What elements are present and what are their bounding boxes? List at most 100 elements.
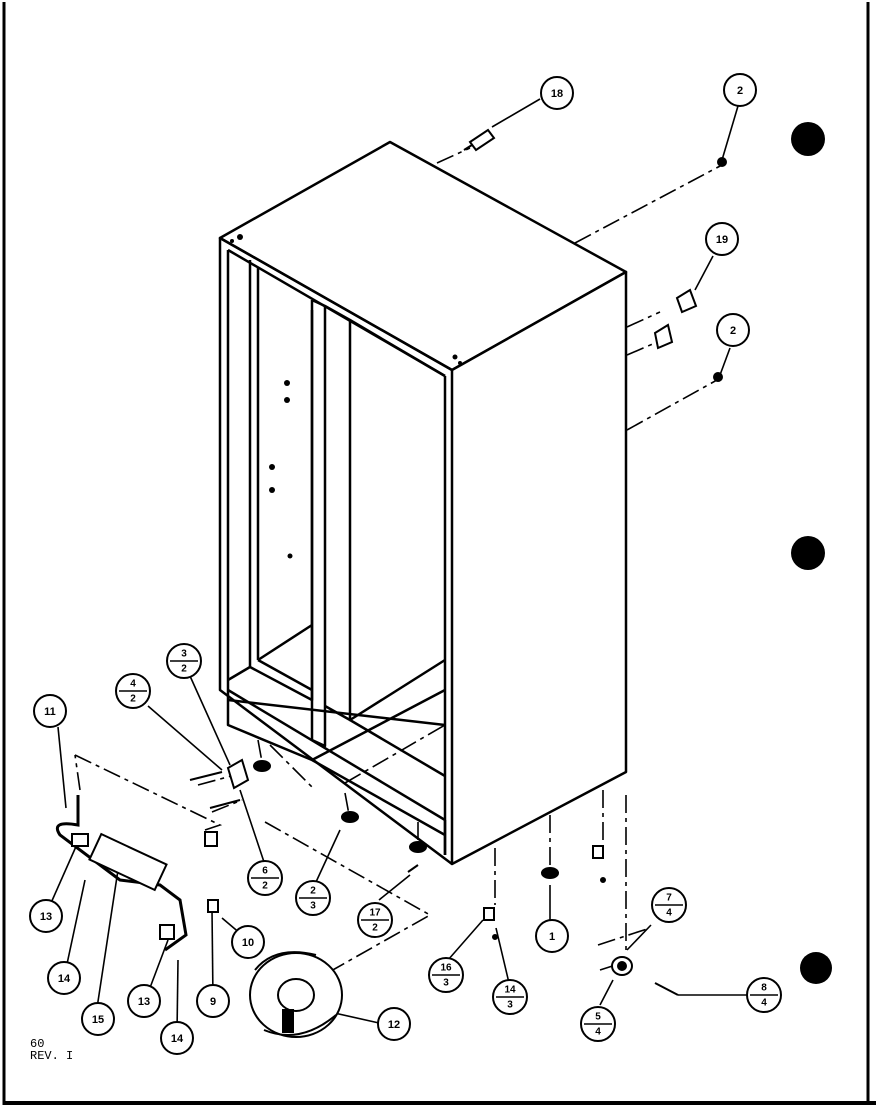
callout-numerator: 5 [595, 1012, 601, 1023]
callout-circle [540, 76, 574, 110]
callout-circle [716, 313, 750, 347]
callout-c10: 10 [231, 925, 265, 959]
callout-circle [231, 925, 265, 959]
part-bracket-16 [483, 907, 495, 921]
callout-denominator: 4 [595, 1027, 601, 1038]
callout-denominator: 2 [130, 694, 136, 705]
callout-numerator: 2 [310, 886, 316, 897]
callout-c8-4: 84 [746, 977, 782, 1013]
callout-c2a: 2 [723, 73, 757, 107]
cabinet-base [226, 700, 446, 837]
callout-denominator: 4 [761, 998, 767, 1009]
callout-c2-3: 23 [295, 880, 331, 916]
page-number: 60 [30, 1037, 45, 1051]
callout-denominator: 3 [507, 1000, 513, 1011]
callout-c2b: 2 [716, 313, 750, 347]
callout-c7-4: 74 [651, 887, 687, 923]
part-condenser-coil-12 [249, 951, 343, 1038]
callout-label: 1 [549, 931, 555, 943]
callout-circle [33, 694, 67, 728]
part-hinge-19 [653, 288, 698, 350]
part-screw-17 [407, 864, 419, 873]
callout-label: 10 [242, 937, 254, 949]
callout-c15: 15 [81, 1002, 115, 1036]
callout-label: 2 [737, 85, 743, 97]
part-screw-2-mid [713, 372, 723, 382]
callout-c18: 18 [540, 76, 574, 110]
callout-label: 9 [210, 996, 216, 1008]
callout-circle [196, 984, 230, 1018]
callout-c14-3: 143 [492, 979, 528, 1015]
callout-c14b: 14 [160, 1021, 194, 1055]
callout-c9: 9 [196, 984, 230, 1018]
callout-denominator: 2 [181, 664, 187, 675]
binder-hole-top [791, 122, 825, 156]
part-screw-18 [463, 128, 496, 152]
callout-circle [535, 919, 569, 953]
binder-holes [791, 122, 832, 984]
callout-label: 2 [730, 325, 736, 337]
part-leveler-legs [253, 760, 559, 879]
part-screw-8 [654, 982, 679, 996]
part-bracket-9 [207, 899, 219, 913]
part-roller-5 [611, 956, 633, 976]
part-drain-assembly [55, 795, 188, 952]
callout-c1: 1 [535, 919, 569, 953]
binder-hole-middle [791, 536, 825, 570]
cabinet-shell [218, 140, 628, 866]
callout-label: 15 [92, 1014, 104, 1026]
callout-denominator: 2 [372, 923, 378, 934]
callout-label: 13 [40, 911, 52, 923]
callout-circle [723, 73, 757, 107]
callout-numerator: 4 [130, 679, 136, 690]
callout-denominator: 4 [666, 908, 672, 919]
callout-numerator: 3 [181, 649, 187, 660]
part-bracket-right [592, 845, 604, 859]
callout-label: 11 [44, 706, 56, 718]
binder-hole-bottom [800, 952, 832, 984]
callout-c13b: 13 [127, 984, 161, 1018]
callout-label: 19 [716, 234, 728, 246]
mullion [310, 298, 327, 748]
callout-label: 14 [58, 973, 71, 985]
callout-circle [160, 1021, 194, 1055]
callout-numerator: 6 [262, 866, 268, 877]
callout-label: 14 [171, 1033, 184, 1045]
callout-c4-2: 42 [115, 673, 151, 709]
callout-c12: 12 [377, 1007, 411, 1041]
cabinet-holes [230, 234, 462, 559]
cabinet-front-frame [218, 236, 453, 865]
solid-leaders [46, 98, 748, 1034]
part-hinge-bottom [189, 758, 250, 809]
callout-c17-2: 172 [357, 902, 393, 938]
callout-numerator: 8 [761, 983, 767, 994]
callout-circle [47, 961, 81, 995]
callout-label: 13 [138, 996, 150, 1008]
callout-numerator: 14 [504, 985, 516, 996]
callout-label: 18 [551, 88, 563, 100]
callout-denominator: 2 [262, 881, 268, 892]
callout-c14a: 14 [47, 961, 81, 995]
callout-c3-2: 32 [166, 643, 202, 679]
callout-circle [377, 1007, 411, 1041]
callout-circle [127, 984, 161, 1018]
part-bracket-10 [204, 831, 218, 847]
callout-circle [81, 1002, 115, 1036]
callout-c6-2: 62 [247, 860, 283, 896]
callout-numerator: 17 [369, 908, 381, 919]
callout-c16-3: 163 [428, 957, 464, 993]
drawing-footer: 60 REV. I [30, 1038, 73, 1062]
callout-circle [29, 899, 63, 933]
callout-label: 12 [388, 1019, 400, 1031]
callout-numerator: 16 [440, 963, 452, 974]
revision-label: REV. I [30, 1049, 74, 1063]
callout-denominator: 3 [443, 978, 449, 989]
callout-c11: 11 [33, 694, 67, 728]
leader-lines [74, 147, 723, 981]
callout-c13a: 13 [29, 899, 63, 933]
part-screw-2-top [717, 157, 727, 167]
callout-numerator: 7 [666, 893, 672, 904]
